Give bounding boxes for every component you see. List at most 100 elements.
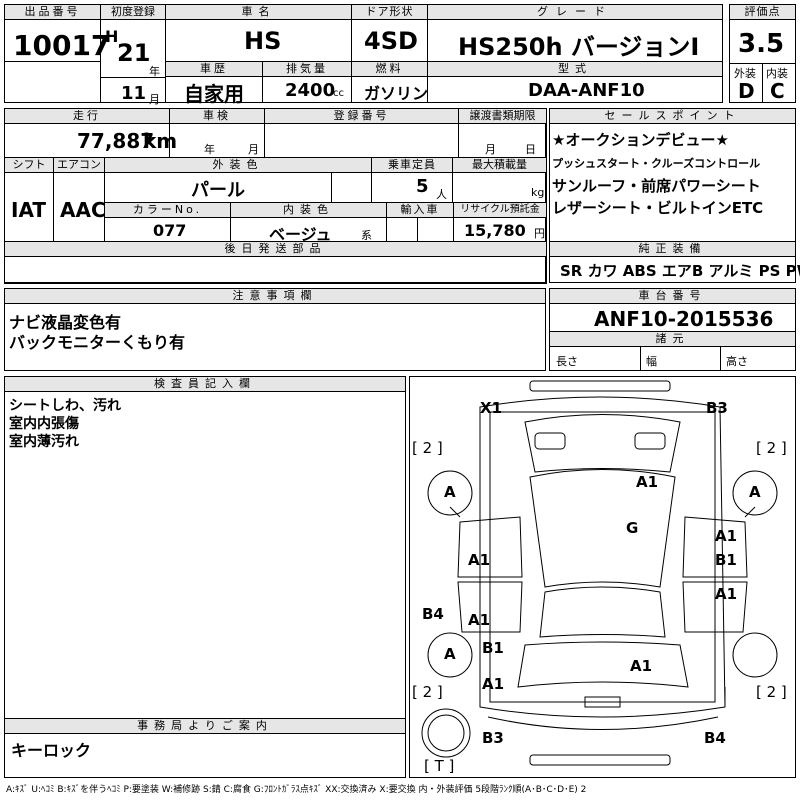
import-divider xyxy=(417,217,418,241)
spec-divider-2 xyxy=(720,346,721,370)
fuel-value: ガソリン xyxy=(364,84,429,103)
length-label: 長さ xyxy=(556,355,578,368)
max-load-label: 最大積載量 xyxy=(453,158,546,173)
sales-point-1: ★オークションデビュー★ xyxy=(552,131,729,149)
aircon-value: AAC xyxy=(60,198,106,222)
mark-right-front-door-b1: B1 xyxy=(715,551,737,569)
recycle-unit: 円 xyxy=(534,227,545,240)
max-load-unit: kg xyxy=(531,186,545,199)
mileage-label: 走行 xyxy=(5,109,169,124)
displacement-value: 2400 xyxy=(285,80,336,101)
mark-left-b4: B4 xyxy=(422,605,444,623)
inspector-line-1: シートしわ、汚れ xyxy=(9,398,121,414)
inspector-line-3: 室内薄汚れ xyxy=(9,434,79,450)
history-value: 自家用 xyxy=(184,82,244,106)
office-value: キーロック xyxy=(11,741,92,760)
height-label: 高さ xyxy=(726,355,748,368)
capacity-label: 乗車定員 xyxy=(372,158,452,173)
chassis-divider xyxy=(550,331,795,332)
first-reg-year: 21 xyxy=(117,39,151,67)
shift-cell: シフト IAT xyxy=(4,157,54,242)
score-mid-divider xyxy=(762,63,763,103)
grade-box: グレード HS250h バージョンI xyxy=(427,4,723,62)
chassis-title: 車台番号 xyxy=(550,289,795,304)
mileage-unit: km xyxy=(143,129,178,153)
door-value: 4SD xyxy=(364,27,418,55)
interior-label: 内装 xyxy=(766,67,788,80)
lot-divider xyxy=(5,61,100,62)
mark-b4-rear-right: B4 xyxy=(704,729,726,747)
shift-value: IAT xyxy=(11,198,47,222)
import-cell: 輸入車 xyxy=(386,202,454,242)
later-parts-cell: 後日発送部品 xyxy=(4,241,547,284)
capacity-cell: 乗車定員 5 人 xyxy=(371,157,453,203)
later-parts-label: 後日発送部品 xyxy=(5,242,546,257)
capacity-unit: 人 xyxy=(436,188,447,201)
transfer-day: 日 xyxy=(525,143,536,156)
color-label: 外装色 xyxy=(105,158,371,173)
color-cell: 外装色 パール xyxy=(104,157,372,203)
reg-no-label: 登録番号 xyxy=(265,109,458,124)
chassis-value: ANF10-2015536 xyxy=(594,307,774,331)
reg-no-cell: 登録番号 xyxy=(264,108,459,158)
office-title: 事務局よりご案内 xyxy=(5,719,405,734)
int-color-label: 内装色 xyxy=(231,203,386,218)
score-label: 評価点 xyxy=(730,5,795,20)
mark-right-front-door: A1 xyxy=(715,527,738,545)
exterior-label: 外装 xyxy=(734,67,756,80)
fuel-box: 燃料 ガソリン xyxy=(351,61,428,103)
aircon-cell: エアコン AAC xyxy=(53,157,106,242)
history-box: 車歴 自家用 xyxy=(165,61,263,106)
mark-hood-a1: A1 xyxy=(636,473,659,491)
mark-rear-left-b1: B1 xyxy=(482,639,504,657)
inspection-year: 年 xyxy=(204,143,215,156)
fuel-label: 燃料 xyxy=(352,62,427,77)
model-box: 型式 DAA-ANF10 xyxy=(427,61,723,103)
displacement-unit: cc xyxy=(333,88,344,99)
grade-label: グレード xyxy=(428,5,722,20)
month-suffix: 月 xyxy=(149,93,160,106)
era-value: H xyxy=(105,27,119,46)
import-label: 輸入車 xyxy=(387,203,453,218)
mark-left-quarter: A1 xyxy=(482,675,505,693)
score-box: 評価点 3.5 外装 内装 D C xyxy=(729,4,796,103)
int-color-cell: 内装色 ベージュ 系 xyxy=(230,202,387,244)
exterior-value: D xyxy=(738,79,755,103)
score-value: 3.5 xyxy=(738,29,785,59)
door-box: ドア形状 4SD xyxy=(351,4,428,62)
color-no-value: 077 xyxy=(153,221,187,240)
first-reg-month: 11 xyxy=(121,83,147,104)
inspector-title: 検査員記入欄 xyxy=(5,377,405,392)
equipment-title: 純正装備 xyxy=(550,242,795,257)
tire-rear-right: [ 2 ] xyxy=(756,683,787,701)
color-value: パール xyxy=(191,180,245,201)
lot-label: 出品番号 xyxy=(5,5,100,20)
mark-left-rear-door: A1 xyxy=(468,611,491,629)
history-label: 車歴 xyxy=(166,62,262,77)
condition-diagram: X1 B3 [ 2 ] [ 2 ] A A A1 G A1 A1 B1 A1 B… xyxy=(409,376,796,778)
recycle-cell: リサイクル預託金 15,780 円 xyxy=(453,202,547,242)
transfer-cell: 譲渡書類期限 月 日 xyxy=(458,108,547,158)
recycle-value: 15,780 xyxy=(464,221,526,240)
mark-x1: X1 xyxy=(480,399,503,417)
interior-value: C xyxy=(770,79,785,103)
legend: A:ｷｽﾞ U:ﾍｺﾐ B:ｷｽﾞを伴うﾍｺﾐ P:要塗装 W:補修跡 S:錆 … xyxy=(6,785,587,795)
color-no-label: カラーNo. xyxy=(105,203,230,218)
sales-point-4: レザーシート・ビルトインETC xyxy=(552,199,764,217)
int-color-suffix: 系 xyxy=(361,229,372,242)
car-name-label: 車名 xyxy=(166,5,351,20)
color-no-cell: カラーNo. 077 xyxy=(104,202,231,242)
max-load-cell: 最大積載量 kg xyxy=(452,157,547,203)
mark-right-rear-door: A1 xyxy=(715,585,738,603)
notes-title: 注意事項欄 xyxy=(5,289,545,304)
inspector-line-2: 室内内張傷 xyxy=(9,416,79,432)
first-reg-label: 初度登録 xyxy=(101,5,165,20)
sales-points-title: セールスポイント xyxy=(550,109,795,124)
width-label: 幅 xyxy=(646,355,657,368)
notes-line-1: ナビ液晶変色有 xyxy=(9,313,122,332)
mark-trunk-a1: A1 xyxy=(630,657,653,675)
spec-divider-1 xyxy=(640,346,641,370)
tire-front-left: [ 2 ] xyxy=(412,439,443,457)
mileage-cell: 走行 77,887 km xyxy=(4,108,177,158)
equipment-box: 純正装備 SR カワ ABS エアB アルミ PS PW xyxy=(549,241,800,283)
